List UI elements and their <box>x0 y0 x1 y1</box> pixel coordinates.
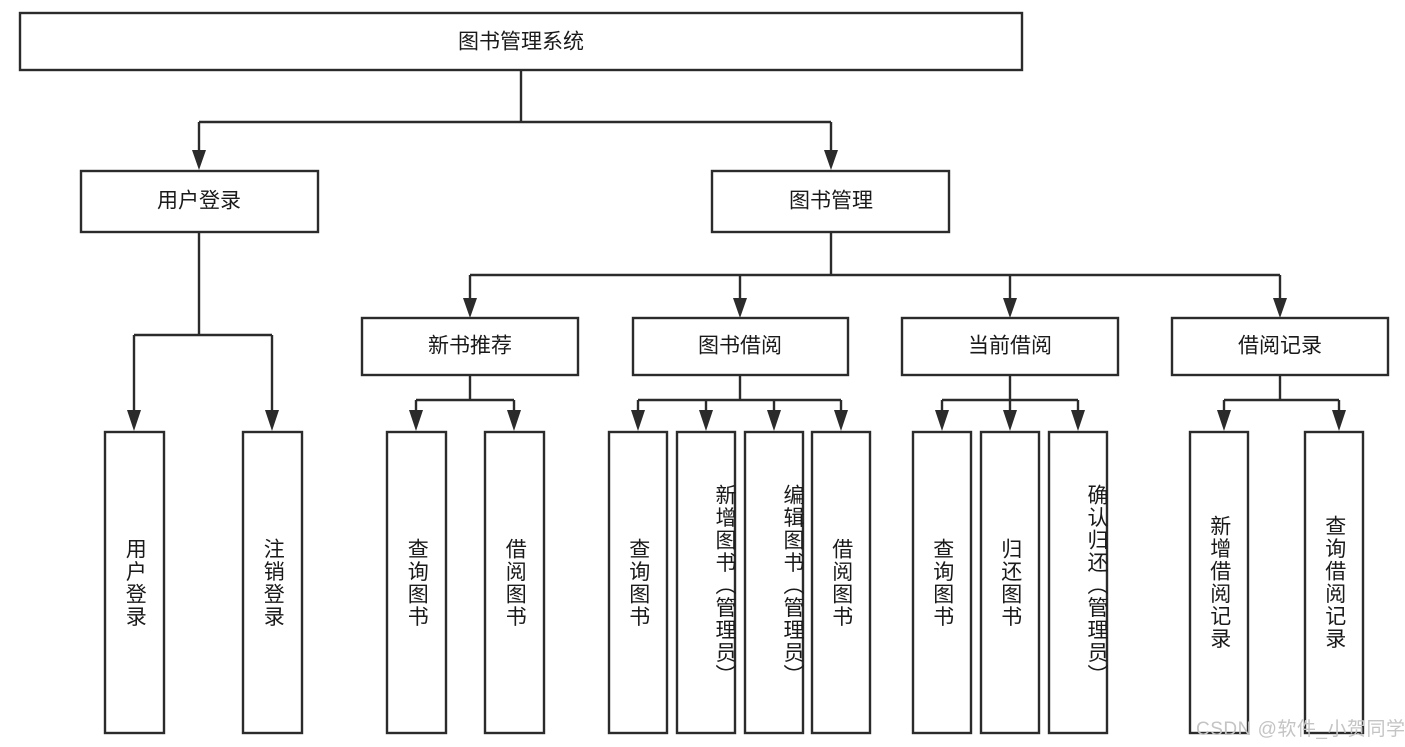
arrow-head-icon <box>935 410 949 431</box>
connector-records-to-leaves <box>1217 376 1346 431</box>
arrow-head-icon <box>767 410 781 431</box>
node-box-leaf-borrow-book-1[interactable] <box>483 430 546 735</box>
node-box-leaf-return-book[interactable] <box>979 430 1041 735</box>
arrow-head-icon <box>699 410 713 431</box>
connector-current-to-leaves <box>935 376 1085 431</box>
watermark-label: CSDN @软件_小贺同学 <box>1196 719 1405 740</box>
arrow-head-icon <box>192 150 206 170</box>
arrow-head-icon <box>1273 298 1287 318</box>
arrow-head-icon <box>834 410 848 431</box>
connector-borrow-to-leaves <box>631 376 848 431</box>
node-box-book-management[interactable] <box>710 169 951 234</box>
arrow-head-icon <box>631 410 645 431</box>
node-box-new-book-recommend[interactable] <box>360 316 580 377</box>
node-label-user-login: 用户登录 <box>157 190 241 213</box>
arrow-head-icon <box>733 298 747 318</box>
connector-root-to-level2 <box>192 71 838 170</box>
node-box-leaf-query-book-1[interactable] <box>385 430 448 735</box>
arrow-head-icon <box>265 410 279 431</box>
node-label-root: 图书管理系统 <box>458 31 584 54</box>
node-label-borrow-records: 借阅记录 <box>1238 335 1322 358</box>
node-box-leaf-add-book-admin[interactable] <box>675 430 737 735</box>
arrow-head-icon <box>1217 410 1231 431</box>
connector-bookmgmt-to-level3 <box>463 233 1287 318</box>
node-box-leaf-query-book-2[interactable] <box>607 430 669 735</box>
arrow-head-icon <box>824 150 838 170</box>
node-box-leaf-add-record[interactable] <box>1188 430 1250 735</box>
arrow-head-icon <box>127 410 141 431</box>
node-box-borrow-records[interactable] <box>1170 316 1390 377</box>
arrow-head-icon <box>463 298 477 318</box>
node-label-current-borrow: 当前借阅 <box>968 335 1052 358</box>
node-label-new-book-recommend: 新书推荐 <box>428 335 512 358</box>
arrow-head-icon <box>1003 410 1017 431</box>
arrow-head-icon <box>1003 298 1017 318</box>
arrow-head-icon <box>507 410 521 431</box>
node-box-book-borrow[interactable] <box>631 316 850 377</box>
node-box-leaf-confirm-return-admin[interactable] <box>1047 430 1109 735</box>
arrow-head-icon <box>409 410 423 431</box>
arrow-head-icon <box>1071 410 1085 431</box>
node-box-current-borrow[interactable] <box>900 316 1120 377</box>
connector-newbook-to-leaves <box>409 376 521 431</box>
node-box-root[interactable] <box>18 11 1024 72</box>
node-box-leaf-query-book-3[interactable] <box>911 430 973 735</box>
node-label-book-borrow: 图书借阅 <box>698 335 782 358</box>
node-box-user-login[interactable] <box>79 169 320 234</box>
node-box-leaf-logout[interactable] <box>241 430 304 735</box>
node-box-leaf-edit-book-admin[interactable] <box>743 430 805 735</box>
arrow-head-icon <box>1332 410 1346 431</box>
connector-userlogin-to-leaves <box>127 233 279 431</box>
node-box-leaf-borrow-book-2[interactable] <box>810 430 872 735</box>
node-box-leaf-query-record[interactable] <box>1303 430 1365 735</box>
node-box-leaf-user-login[interactable] <box>103 430 166 735</box>
node-label-book-management: 图书管理 <box>789 190 873 213</box>
